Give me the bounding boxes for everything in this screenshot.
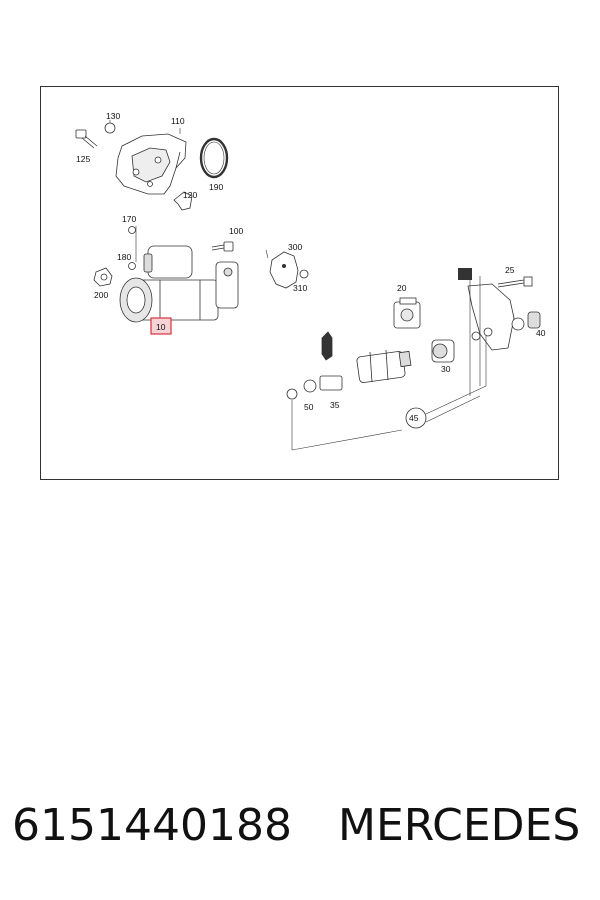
callout-125: 125 [76,154,90,164]
ring-clamp-190 [199,137,229,179]
callout-25: 25 [505,265,515,275]
callout-110: 110 [171,116,185,126]
clip-120 [173,191,193,211]
callout-35: 35 [330,400,340,410]
washer-50 [303,379,317,393]
leader-lines [109,120,487,451]
callout-310: 310 [293,283,307,293]
washer-180 [128,262,136,270]
part-number: 6151440188 [12,800,292,851]
footer: 6151440188 MERCEDES [0,800,600,860]
callout-130: 130 [106,111,120,121]
callout-40: 40 [536,328,546,338]
callout-100: 100 [229,226,243,236]
washer-310 [299,269,309,279]
bolt-125 [75,129,98,149]
brand-name: MERCEDES [338,800,581,851]
bearing-40 [527,311,541,329]
callout-30: 30 [441,364,451,374]
washer-170 [128,226,136,234]
parts-diagram: 130 110 125 190 120 170 100 180 200 10 3… [40,86,559,480]
solenoid-20 [393,297,421,329]
callout-45: 45 [409,413,419,423]
callout-10-highlight [150,317,172,335]
nut-130 [104,122,116,134]
callout-120: 120 [183,190,197,200]
bolt-25 [497,276,533,288]
armature [356,349,412,383]
callout-180: 180 [117,252,131,262]
callout-190: 190 [209,182,223,192]
bolt-100 [211,241,234,252]
cap-200 [93,267,113,287]
callout-20: 20 [397,283,407,293]
callout-50: 50 [304,402,314,412]
callout-200: 200 [94,290,108,300]
mounting-bracket [115,133,187,195]
group-marker-45 [405,407,427,429]
callout-10: 10 [156,322,166,332]
starter-motor [119,245,239,323]
gasket-300 [269,251,299,289]
callout-300: 300 [288,242,302,252]
callout-170: 170 [122,214,136,224]
pinion-30 [431,339,455,363]
end-housing [467,283,525,351]
brush-block [458,268,472,280]
brush-holder-35 [319,331,343,391]
